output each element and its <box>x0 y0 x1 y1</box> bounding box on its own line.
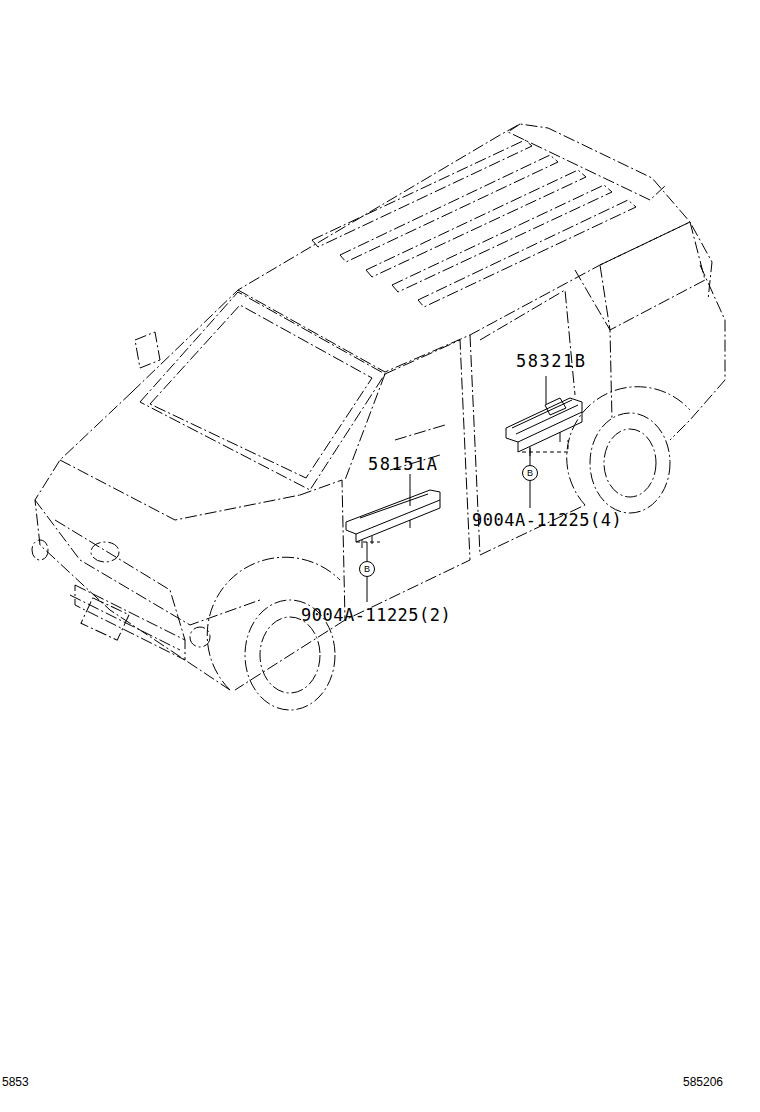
reference-circle: B <box>522 465 538 481</box>
part-number: 9004A-11225(4) <box>472 512 622 529</box>
part-number: 58151A <box>368 456 438 473</box>
page-code: 585206 <box>683 1076 723 1088</box>
reference-letter: B <box>364 565 370 574</box>
part-number: 58321B <box>516 353 586 370</box>
reference-circle: B <box>359 561 375 577</box>
page-code: 5853 <box>2 1076 29 1088</box>
reference-letter: B <box>527 469 533 478</box>
part-number: 9004A-11225(2) <box>301 607 451 624</box>
